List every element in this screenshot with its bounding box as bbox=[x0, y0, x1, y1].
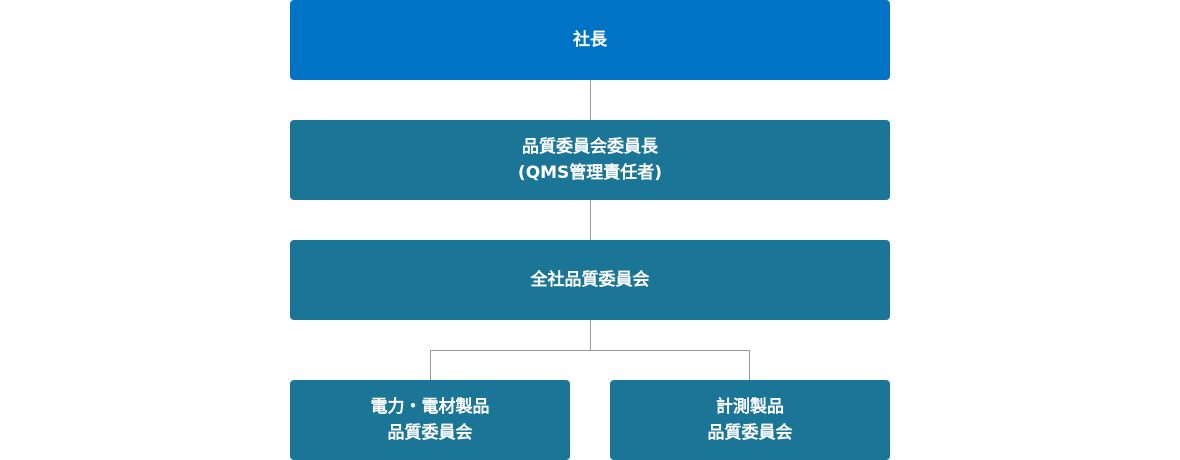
connector-branch-horizontal bbox=[430, 350, 750, 351]
node-president: 社長 bbox=[290, 0, 890, 80]
node-qms-chair: 品質委員会委員長 (QMS管理責任者) bbox=[290, 120, 890, 200]
node-measure-committee: 計測製品 品質委員会 bbox=[610, 380, 890, 460]
node-qms-chair-line-1: 品質委員会委員長 bbox=[522, 137, 658, 157]
node-company-committee: 全社品質委員会 bbox=[290, 240, 890, 320]
node-power-committee-line-2: 品質委員会 bbox=[387, 423, 473, 443]
node-measure-committee-line-2: 品質委員会 bbox=[707, 423, 793, 443]
connector-company-branch bbox=[590, 320, 591, 350]
connector-branch-left bbox=[430, 350, 431, 380]
node-power-committee: 電力・電材製品 品質委員会 bbox=[290, 380, 570, 460]
node-power-committee-line-1: 電力・電材製品 bbox=[370, 397, 490, 417]
node-president-line-1: 社長 bbox=[573, 30, 607, 50]
node-measure-committee-line-1: 計測製品 bbox=[716, 397, 784, 417]
connector-branch-right bbox=[749, 350, 750, 380]
node-qms-chair-line-2: (QMS管理責任者) bbox=[517, 163, 663, 183]
node-company-committee-line-1: 全社品質委員会 bbox=[530, 270, 650, 290]
connector-chair-company bbox=[590, 200, 591, 240]
connector-president-chair bbox=[590, 80, 591, 120]
